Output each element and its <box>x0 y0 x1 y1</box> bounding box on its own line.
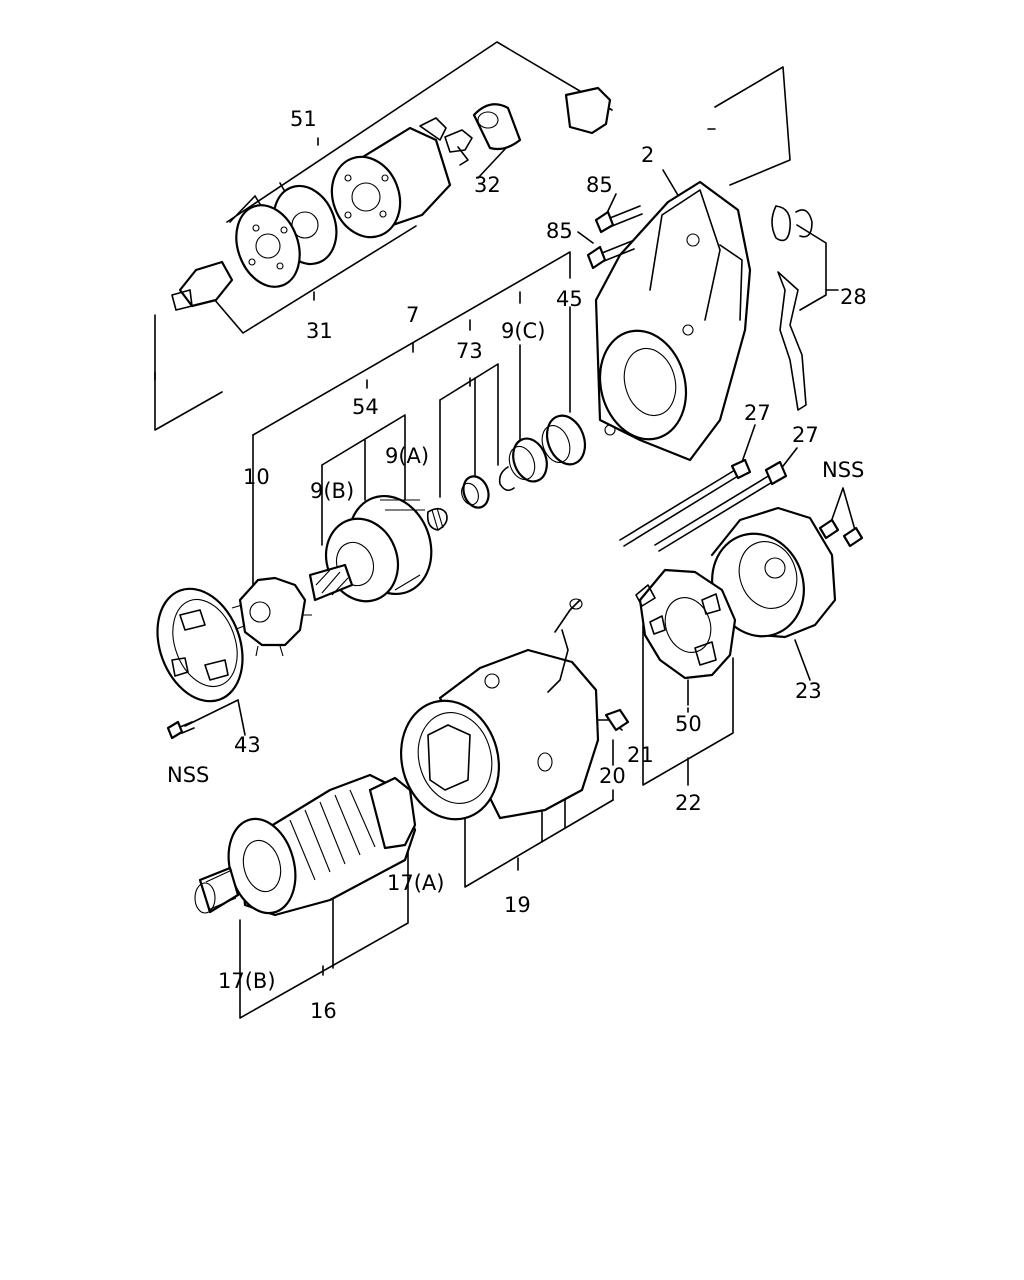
label-9a: 9(A) <box>385 444 429 468</box>
label-nss-right: NSS <box>822 458 864 482</box>
parts-drawing <box>156 86 864 917</box>
armature-16 <box>194 773 417 917</box>
label-28: 28 <box>840 285 867 309</box>
label-27-upper: 27 <box>744 401 771 425</box>
label-27-lower: 27 <box>792 423 819 447</box>
label-43: 43 <box>234 733 261 757</box>
label-10: 10 <box>243 465 270 489</box>
label-nss-left: NSS <box>167 763 209 787</box>
label-2: 2 <box>641 143 654 167</box>
end-cover-23 <box>710 506 837 639</box>
label-22: 22 <box>675 791 702 815</box>
screw-nss-left <box>166 720 184 740</box>
label-50: 50 <box>675 712 702 736</box>
label-9b: 9(B) <box>310 479 354 503</box>
spring-28 <box>771 205 813 411</box>
label-21: 21 <box>627 743 654 767</box>
label-20: 20 <box>599 764 626 788</box>
solenoid-assembly <box>171 117 473 311</box>
leader-lines <box>154 41 856 1019</box>
part-labels: 51 32 2 85 85 31 28 7 45 9(C) 73 54 27 2… <box>167 107 867 1023</box>
boot-32 <box>472 103 522 151</box>
brush-holder-50 <box>635 568 737 680</box>
label-17b: 17(B) <box>218 969 276 993</box>
gear-10 <box>231 576 312 657</box>
label-19: 19 <box>504 893 531 917</box>
label-73: 73 <box>456 339 483 363</box>
label-85-upper: 85 <box>586 173 613 197</box>
plate-43 <box>156 587 244 703</box>
label-16: 16 <box>310 999 337 1023</box>
bolts-85 <box>586 205 643 270</box>
label-32: 32 <box>474 173 501 197</box>
label-9c: 9(C) <box>501 319 545 343</box>
label-7: 7 <box>406 303 419 327</box>
label-51: 51 <box>290 107 317 131</box>
clutch-pinion-54 <box>308 494 433 603</box>
label-85-lower: 85 <box>546 219 573 243</box>
drive-housing <box>594 180 752 462</box>
label-45: 45 <box>556 287 583 311</box>
screws-nss-right <box>818 518 864 548</box>
yoke-19 <box>400 598 630 821</box>
label-23: 23 <box>795 679 822 703</box>
label-54: 54 <box>352 395 379 419</box>
label-17a: 17(A) <box>387 871 444 895</box>
bushings <box>426 414 587 531</box>
terminal-connector <box>564 86 612 135</box>
through-bolts-27 <box>619 458 788 552</box>
label-31: 31 <box>306 319 333 343</box>
